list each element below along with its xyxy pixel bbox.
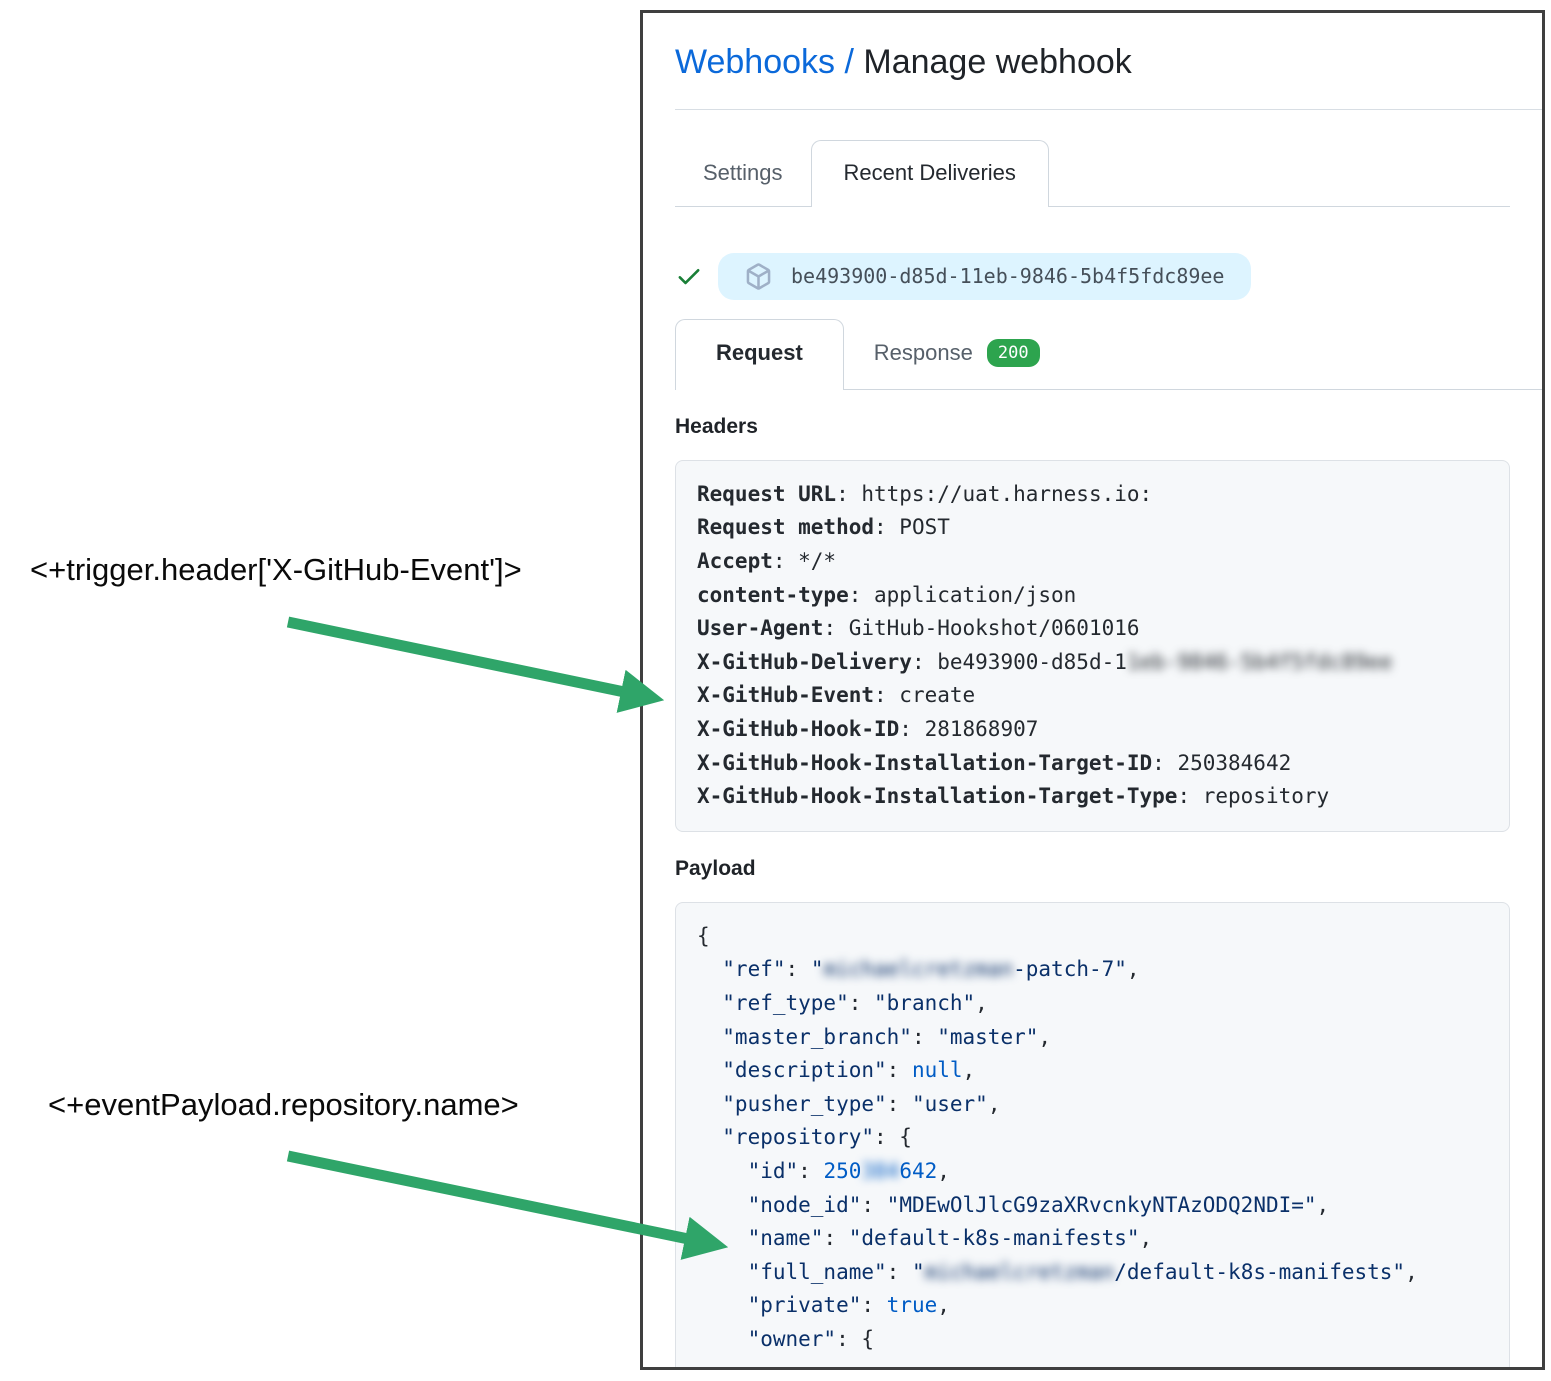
payload-line: "master_branch": "master", bbox=[697, 1024, 1052, 1049]
page-title-text: Manage webhook bbox=[863, 43, 1132, 81]
payload-line: "repository": { bbox=[697, 1125, 912, 1150]
payload-line: "ref_type": "branch", bbox=[697, 991, 988, 1016]
payload-line: "ref": "michaelcretzman-patch-7", bbox=[697, 957, 1140, 982]
delivery-guid: be493900-d85d-11eb-9846-5b4f5fdc89ee bbox=[791, 264, 1225, 288]
package-icon bbox=[745, 262, 772, 290]
header-line: X-GitHub-Hook-Installation-Target-ID: 25… bbox=[697, 750, 1292, 775]
annotation-trigger-header-expression: <+trigger.header['X-GitHub-Event']> bbox=[30, 552, 522, 587]
delivery-row: be493900-d85d-11eb-9846-5b4f5fdc89ee bbox=[675, 252, 1510, 300]
headers-code: Request URL: https://uat.harness.io: Requ… bbox=[675, 459, 1510, 832]
breadcrumb-separator: / bbox=[835, 43, 864, 81]
payload-section-title: Payload bbox=[675, 856, 756, 880]
header-line: X-GitHub-Event: create bbox=[697, 683, 976, 708]
payload-line: "pusher_type": "user", bbox=[697, 1091, 1001, 1116]
tab-settings[interactable]: Settings bbox=[703, 159, 783, 185]
arrow-to-repository-name bbox=[286, 1150, 729, 1260]
payload-code: { "ref": "michaelcretzman-patch-7", "ref… bbox=[675, 901, 1510, 1367]
tab-request[interactable]: Request bbox=[675, 319, 844, 391]
title-divider bbox=[675, 109, 1542, 110]
manage-webhook-panel: Webhooks / Manage webhook Settings Recen… bbox=[640, 10, 1545, 1370]
response-status-badge: 200 bbox=[986, 338, 1040, 367]
delivery-guid-pill[interactable]: be493900-d85d-11eb-9846-5b4f5fdc89ee bbox=[718, 252, 1252, 300]
payload-line: "full_name": "michaelcretzman/default-k8… bbox=[697, 1259, 1418, 1284]
payload-line: "id": 250384642, bbox=[697, 1158, 950, 1183]
annotation-event-payload-expression: <+eventPayload.repository.name> bbox=[48, 1087, 519, 1122]
header-line: User-Agent: GitHub-Hookshot/0601016 bbox=[697, 616, 1140, 641]
tab-response[interactable]: Response 200 bbox=[844, 319, 1070, 389]
headers-section-title: Headers bbox=[675, 414, 758, 438]
check-icon bbox=[675, 262, 703, 290]
payload-line: "description": null, bbox=[697, 1058, 976, 1083]
webhooks-breadcrumb-link[interactable]: Webhooks bbox=[675, 43, 836, 81]
header-line: Request method: POST bbox=[697, 515, 950, 540]
payload-line: "private": true, bbox=[697, 1293, 950, 1318]
header-line: X-GitHub-Hook-ID: 281868907 bbox=[697, 717, 1039, 742]
header-line: X-GitHub-Hook-Installation-Target-Type: … bbox=[697, 784, 1330, 809]
request-response-tabnav: Request Response 200 bbox=[675, 319, 1542, 391]
arrow-to-x-github-event bbox=[286, 616, 665, 713]
header-line: Request URL: https://uat.harness.io: bbox=[697, 481, 1153, 506]
header-line: content-type: application/json bbox=[697, 582, 1077, 607]
payload-line: "node_id": "MDEwOlJlcG9zaXRvcnkyNTAzODQ2… bbox=[697, 1192, 1330, 1217]
tab-recent-deliveries[interactable]: Recent Deliveries bbox=[810, 140, 1049, 207]
tab-response-label: Response bbox=[873, 339, 973, 365]
payload-line: { bbox=[697, 923, 710, 948]
header-line: X-GitHub-Delivery: be493900-d85d-11eb-98… bbox=[697, 649, 1393, 674]
payload-line: "owner": { bbox=[697, 1326, 875, 1351]
payload-line: "name": "default-k8s-manifests", bbox=[697, 1226, 1153, 1251]
webhook-tabnav: Settings Recent Deliveries bbox=[675, 140, 1510, 207]
page-title: Webhooks / Manage webhook bbox=[675, 43, 1510, 82]
header-line: Accept: */* bbox=[697, 549, 837, 574]
